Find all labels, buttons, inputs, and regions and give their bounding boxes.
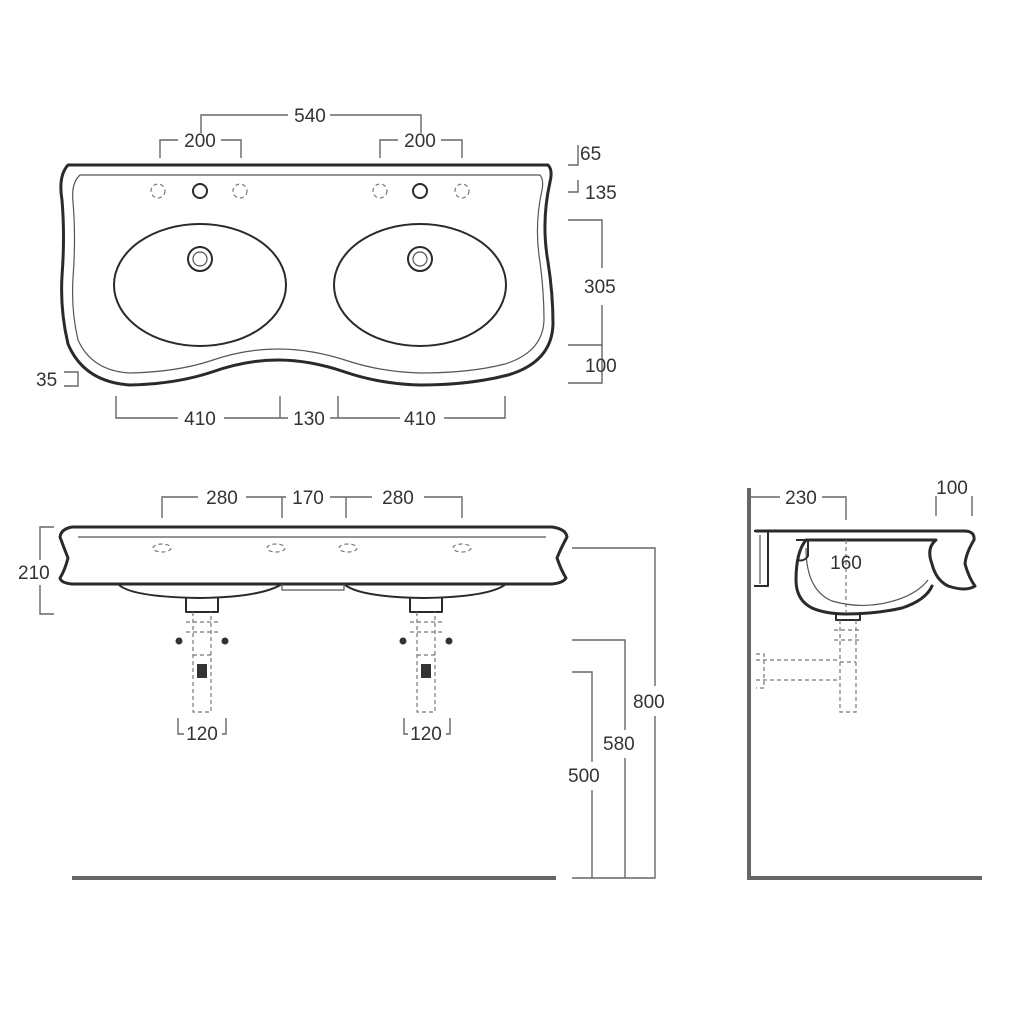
- side-view: 230 100 160: [747, 478, 982, 880]
- basin-outline-top: [59, 163, 555, 387]
- dim-580: 580: [603, 734, 635, 755]
- dim-line-200-left: [159, 139, 242, 158]
- hidden-hole-1: [152, 543, 172, 553]
- dim-135: 135: [585, 183, 617, 204]
- trap-right-nut: [421, 664, 431, 678]
- dim-line-120-left: [177, 718, 227, 735]
- tap-hole-left-1: [150, 183, 166, 199]
- tap-hole-left-2: [192, 183, 208, 199]
- dim-line-100: [568, 345, 603, 384]
- hidden-hole-3: [338, 543, 358, 553]
- dim-280-left: 280: [206, 488, 238, 509]
- bolt-right-2: [445, 637, 453, 645]
- dim-line-210: [39, 526, 54, 615]
- dim-800: 800: [633, 692, 665, 713]
- bowl-under-right: [343, 583, 507, 599]
- basin-slab-front: [58, 525, 569, 586]
- dim-210: 210: [18, 563, 50, 584]
- bolt-left-2: [221, 637, 229, 645]
- dim-line-230: [749, 496, 847, 520]
- side-branch-pipe: [756, 653, 840, 689]
- basin-section: [754, 529, 977, 616]
- bowl-right-top: [333, 223, 507, 347]
- dim-line-65: [568, 145, 579, 166]
- bowl-under-left: [117, 583, 283, 599]
- drain-left: [187, 246, 213, 272]
- tap-hole-right-3: [454, 183, 470, 199]
- drain-left-inner: [192, 251, 208, 267]
- basin-bowl-inner: [805, 547, 929, 607]
- dim-line-front-top: [161, 496, 463, 518]
- trap-right: [410, 612, 442, 713]
- waste-outlet-right: [409, 598, 443, 613]
- hidden-hole-4: [452, 543, 472, 553]
- bolt-right-1: [399, 637, 407, 645]
- dim-100-side: 100: [936, 478, 968, 499]
- dim-130: 130: [293, 409, 325, 430]
- dim-line-135: [568, 180, 579, 193]
- dim-160: 160: [830, 553, 862, 574]
- drain-right-inner: [412, 251, 428, 267]
- basin-rim-top: [71, 174, 545, 374]
- dim-170: 170: [292, 488, 324, 509]
- dim-line-120-right: [403, 718, 451, 735]
- tap-hole-left-3: [232, 183, 248, 199]
- back-plate: [754, 530, 769, 587]
- dim-line-580: [572, 639, 626, 878]
- dim-230: 230: [785, 488, 817, 509]
- dim-line-500: [572, 671, 593, 878]
- dim-410-left: 410: [184, 409, 216, 430]
- dim-line-100-side: [935, 496, 973, 516]
- dim-line-200-right: [379, 139, 463, 158]
- dim-540: 540: [294, 106, 326, 127]
- rear-overflow: [796, 539, 809, 562]
- dim-65: 65: [580, 144, 601, 165]
- dim-35: 35: [36, 370, 57, 391]
- trap-left-nut: [197, 664, 207, 678]
- side-trap: [834, 620, 862, 713]
- top-view: 540 200 200 65 135 305 100 35 410 130 41…: [36, 106, 617, 430]
- dim-280-right: 280: [382, 488, 414, 509]
- dim-120-right: 120: [410, 724, 442, 745]
- trap-left: [186, 612, 218, 713]
- dim-line-bottom: [115, 396, 506, 419]
- dim-500: 500: [568, 766, 600, 787]
- drain-right: [407, 246, 433, 272]
- dim-line-800: [572, 547, 656, 879]
- tap-hole-right-2: [412, 183, 428, 199]
- bolt-left-1: [175, 637, 183, 645]
- dim-200-left: 200: [184, 131, 216, 152]
- dim-120-left: 120: [186, 724, 218, 745]
- tap-hole-right-1: [372, 183, 388, 199]
- dim-line-35: [64, 371, 79, 387]
- front-view: 280 170 280 210 120 120 800 580 500: [18, 488, 665, 880]
- bowl-under-center: [281, 584, 345, 591]
- dim-410-right: 410: [404, 409, 436, 430]
- dim-line-540: [200, 114, 422, 133]
- bowl-left-top: [113, 223, 287, 347]
- dim-200-right: 200: [404, 131, 436, 152]
- side-waste-outlet: [835, 612, 861, 621]
- dim-305: 305: [584, 277, 616, 298]
- dim-100: 100: [585, 356, 617, 377]
- waste-outlet-left: [185, 598, 219, 613]
- hidden-hole-2: [266, 543, 286, 553]
